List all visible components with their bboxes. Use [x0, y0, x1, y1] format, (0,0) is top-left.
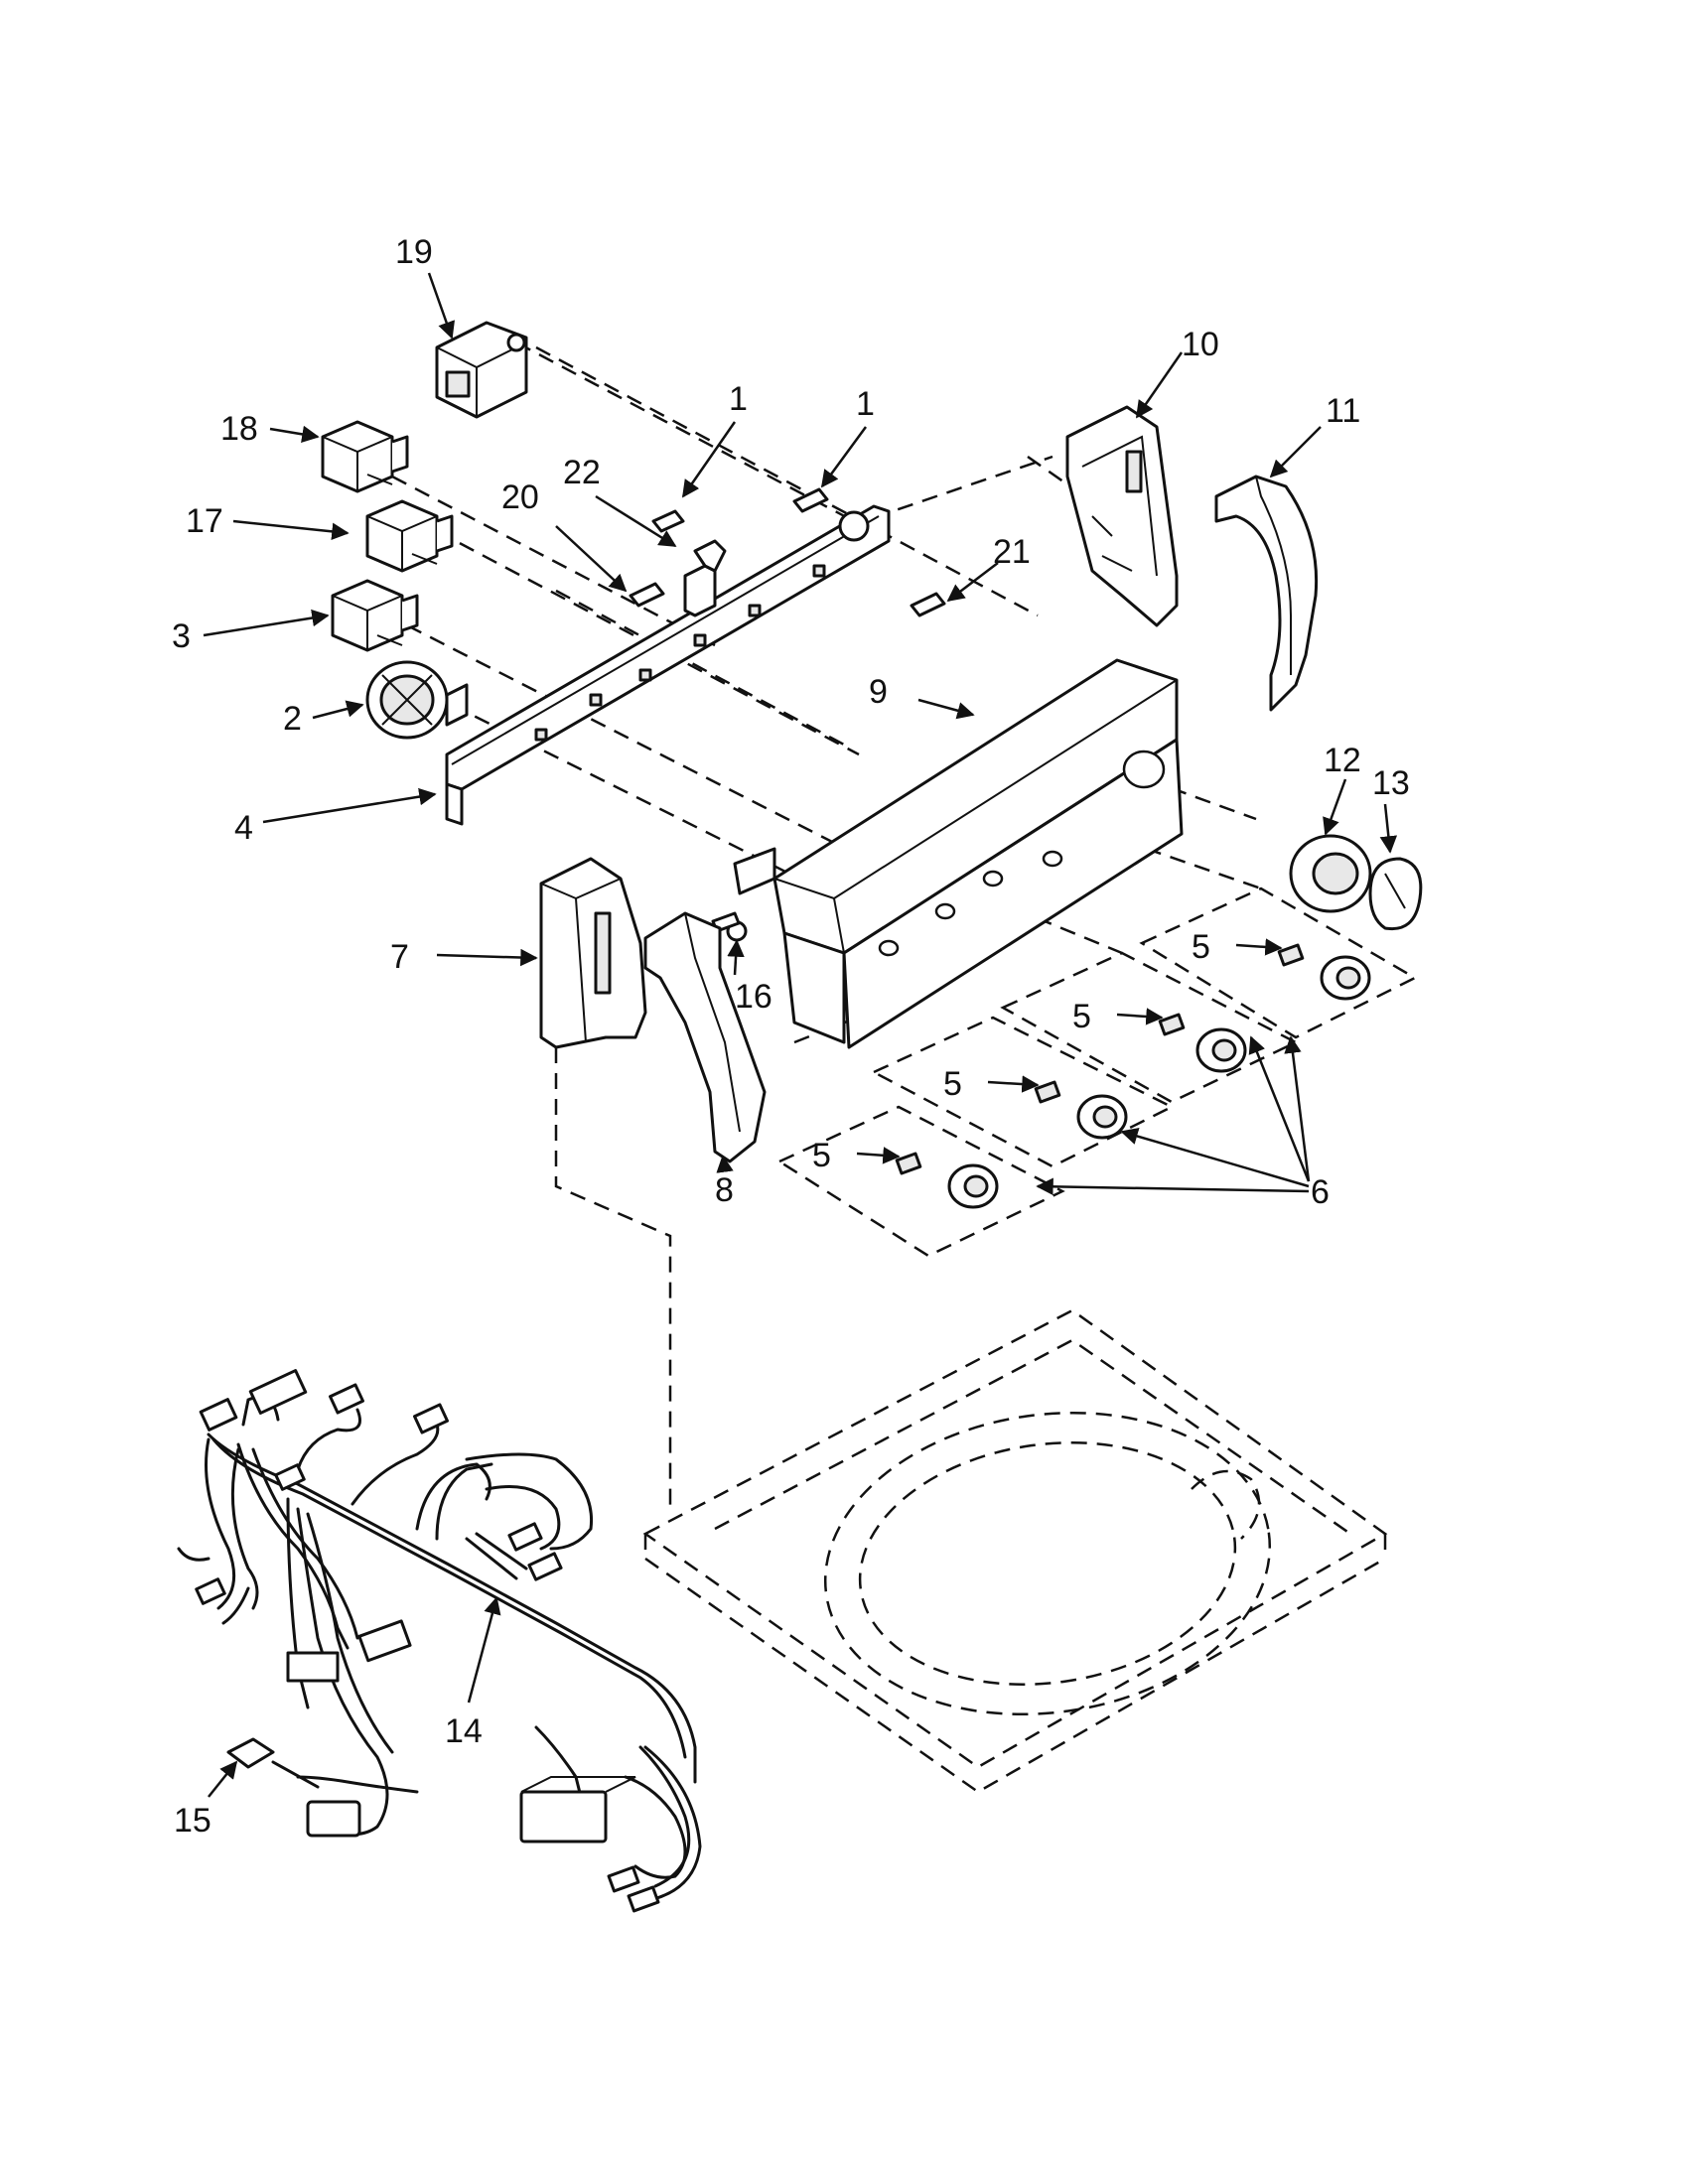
part-3-switch: [331, 579, 419, 652]
callout-12: 12: [1324, 742, 1361, 779]
callout-7: 7: [390, 938, 409, 976]
callout-3: 3: [172, 617, 191, 655]
knob-set-4: [895, 1152, 999, 1209]
callout-4: 4: [234, 809, 253, 847]
part-2-selector-switch: [365, 660, 469, 740]
callout-13: 13: [1372, 764, 1410, 802]
callout-19: 19: [395, 233, 433, 271]
callout-14: 14: [445, 1712, 483, 1750]
callout-5b: 5: [1072, 998, 1091, 1035]
part-9-control-panel: [733, 658, 1184, 1049]
callout-10: 10: [1182, 326, 1219, 363]
part-7-left-end-cap: [539, 857, 647, 1049]
callout-15: 15: [174, 1802, 211, 1840]
callout-20: 20: [501, 478, 539, 516]
callout-17: 17: [186, 502, 223, 540]
part-4-console-bracket: [445, 504, 891, 826]
part-10-right-end-cap: [1065, 405, 1179, 627]
callout-6: 6: [1311, 1173, 1330, 1211]
callout-labels: 19 18 17 3 2 4 1 1 22 20 21 10 11 9 12 1…: [172, 233, 1410, 1840]
callout-9: 9: [869, 673, 888, 711]
part-11-right-trim: [1214, 475, 1319, 712]
part-19-switch-block: [435, 321, 528, 419]
knob-set-3: [1034, 1080, 1128, 1140]
part-22-bracket: [683, 539, 727, 617]
callout-1b: 1: [856, 385, 875, 423]
callout-5a: 5: [1192, 928, 1210, 966]
callout-2: 2: [283, 700, 302, 738]
callout-11: 11: [1326, 392, 1360, 430]
knob-set-2: [1158, 1013, 1247, 1073]
part-13-timer-knob: [1368, 857, 1423, 931]
part-8-left-trim: [643, 911, 767, 1163]
callout-5c: 5: [943, 1065, 962, 1103]
leader-lines: [203, 272, 1398, 1798]
callout-5d: 5: [812, 1137, 831, 1174]
knob-set-1: [1277, 943, 1371, 1001]
washer-top-outline: [642, 1308, 1388, 1794]
part-15-sensor: [226, 1737, 320, 1789]
callout-1a: 1: [729, 380, 748, 418]
part-12-knob-skirt: [1289, 834, 1372, 913]
callout-18: 18: [220, 410, 258, 448]
part-18-switch: [321, 420, 409, 493]
part-14-wire-harness: [177, 1369, 702, 1913]
callout-8: 8: [715, 1171, 734, 1209]
callout-21: 21: [993, 533, 1031, 571]
part-17-switch: [365, 499, 454, 573]
callout-22: 22: [563, 454, 601, 491]
callout-16: 16: [735, 978, 772, 1016]
